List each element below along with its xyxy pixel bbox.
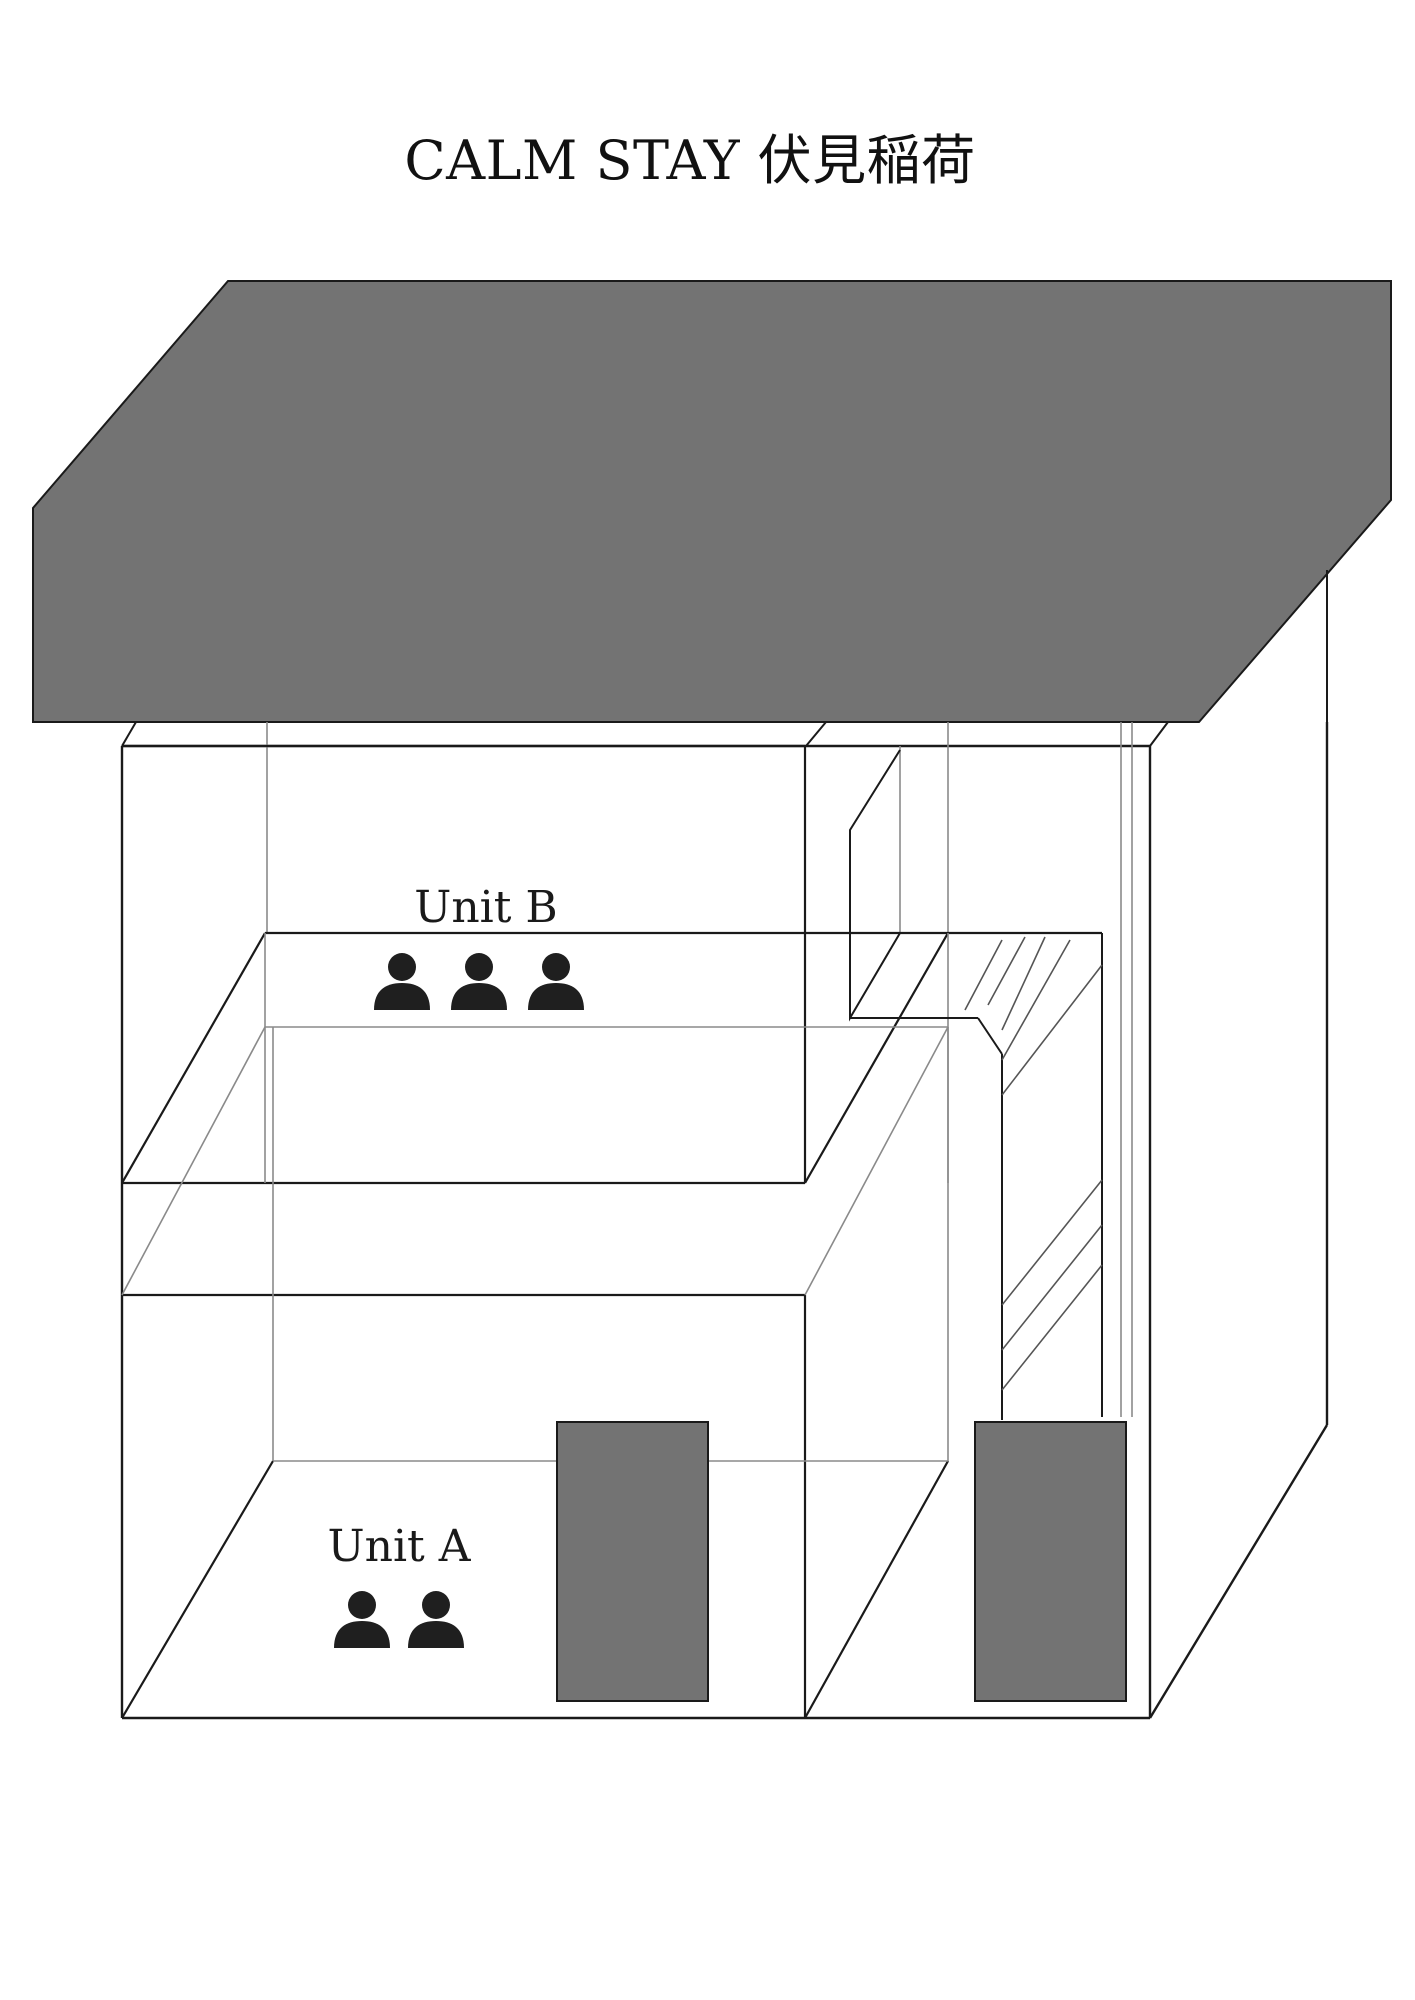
unit-a-door <box>556 1421 709 1702</box>
unit-b-room <box>121 744 1102 1185</box>
person-icon <box>408 1591 464 1648</box>
unit-a-label: Unit A <box>328 1521 472 1572</box>
unit-a-thin-lines <box>121 1026 949 1462</box>
roof <box>32 280 1392 723</box>
stair-area <box>849 749 1103 1420</box>
roof-eave-lines <box>121 570 1328 747</box>
unit-b-label: Unit B <box>414 882 558 933</box>
page-title: CALM STAY 伏見稲荷 <box>404 129 976 192</box>
unit-b-thin-lines <box>264 933 949 1183</box>
person-icon <box>374 953 430 1010</box>
building-frame <box>120 722 1329 1720</box>
person-icon <box>528 953 584 1010</box>
unit-b-guests <box>374 953 584 1010</box>
unit-a-guests <box>334 1591 464 1648</box>
unit-a-room <box>121 1293 949 1719</box>
entrance-door <box>974 1421 1127 1702</box>
person-icon <box>334 1591 390 1648</box>
person-icon <box>451 953 507 1010</box>
stair-steps <box>964 936 1103 1391</box>
back-wall-lines <box>266 722 1133 1417</box>
